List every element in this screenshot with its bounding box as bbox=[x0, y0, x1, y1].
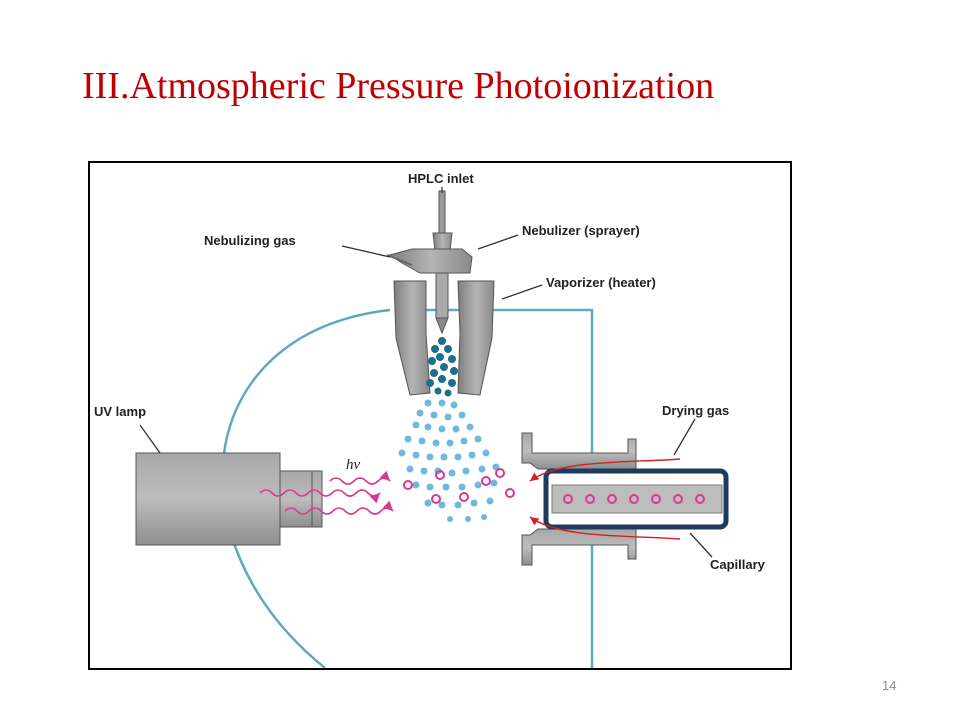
label-hplc-inlet: HPLC inlet bbox=[408, 171, 474, 186]
vaporizer-heater bbox=[393, 280, 495, 396]
label-vaporizer: Vaporizer (heater) bbox=[546, 275, 656, 290]
uv-lamp bbox=[135, 452, 323, 546]
droplets-light bbox=[398, 399, 500, 522]
hplc-inlet-tube bbox=[438, 190, 446, 237]
label-nebulizer: Nebulizer (sprayer) bbox=[522, 223, 640, 238]
capillary-flanges bbox=[521, 432, 637, 566]
leader-lines bbox=[139, 187, 713, 558]
nebulizer-sprayer bbox=[386, 232, 473, 335]
label-hv: hv bbox=[346, 457, 361, 473]
label-capillary: Capillary bbox=[710, 557, 766, 572]
photon-waves bbox=[259, 470, 394, 515]
slide-title: III.Atmospheric Pressure Photoionization bbox=[82, 65, 715, 107]
ions-plume bbox=[403, 468, 515, 504]
droplets-dark bbox=[426, 337, 458, 397]
appci-diagram: HPLC inlet Nebulizing gas Nebulizer (spr… bbox=[94, 171, 766, 668]
page-number: 14 bbox=[882, 678, 897, 693]
label-uv-lamp: UV lamp bbox=[94, 404, 146, 419]
diagram-frame: HPLC inlet Nebulizing gas Nebulizer (spr… bbox=[88, 161, 792, 670]
capillary bbox=[543, 468, 729, 530]
label-nebulizing-gas: Nebulizing gas bbox=[204, 233, 296, 248]
drying-gas-flow bbox=[529, 458, 681, 540]
label-drying-gas: Drying gas bbox=[662, 403, 729, 418]
